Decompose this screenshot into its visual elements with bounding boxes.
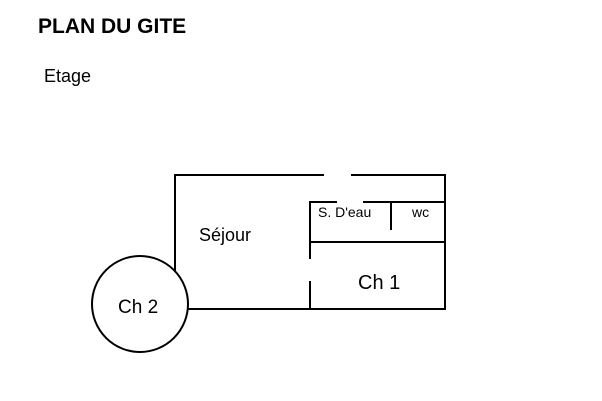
room-ch2-circle <box>91 255 189 353</box>
room-label-ch1: Ch 1 <box>358 272 400 294</box>
plan-title: PLAN DU GITE <box>38 15 187 38</box>
floor-label: Etage <box>44 66 92 86</box>
room-label-ch2: Ch 2 <box>118 297 158 318</box>
room-label-sejour: Séjour <box>199 225 251 245</box>
room-label-salle-deau: S. D'eau <box>318 204 371 220</box>
room-label-wc: wc <box>411 204 429 220</box>
